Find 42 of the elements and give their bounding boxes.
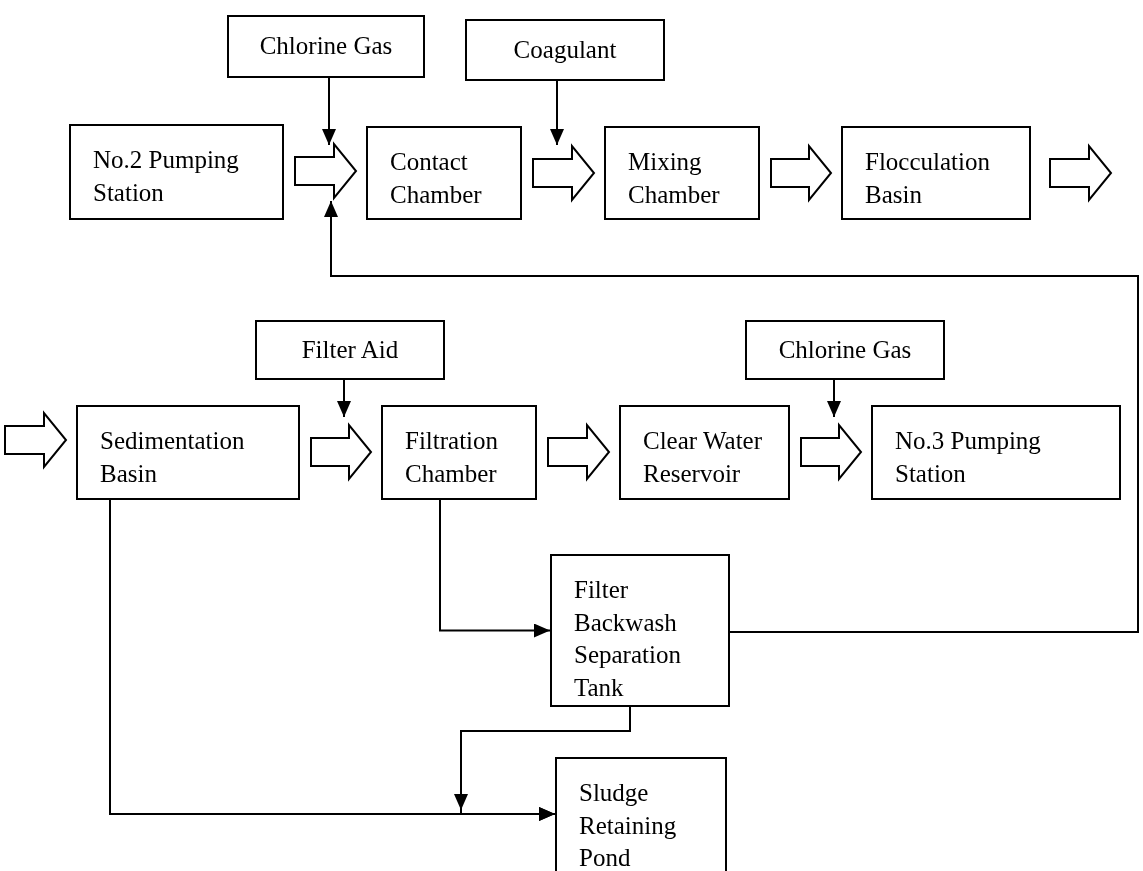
arrow: [550, 80, 564, 146]
flow-arrow: [310, 422, 373, 482]
arrow: [337, 379, 351, 418]
process-box: [381, 405, 537, 500]
process-box: [619, 405, 790, 500]
node-label: Sludge Retaining Pond: [579, 779, 677, 871]
node-label: Sedimentation Basin: [100, 427, 245, 487]
process-box: [550, 554, 730, 707]
flow-arrow: [4, 410, 68, 470]
node-label: Clear Water Reservoir: [643, 427, 762, 487]
input-box: [255, 320, 445, 380]
arrow: [827, 379, 841, 418]
flow-arrow: [294, 141, 358, 201]
process-box: [555, 757, 727, 871]
process-box: [604, 126, 760, 220]
node-label: Contact Chamber: [390, 148, 482, 208]
flow-arrow: [532, 143, 596, 203]
flow-arrow: [547, 422, 611, 482]
input-box: [227, 15, 425, 78]
flow-arrow: [770, 143, 833, 203]
flow-arrow: [1049, 143, 1113, 203]
node-label: No.2 Pumping Station: [93, 146, 239, 206]
node-label: Mixing Chamber: [628, 148, 720, 208]
arrow: [324, 200, 1139, 633]
process-box: [841, 126, 1031, 220]
arrow: [322, 77, 336, 146]
process-box: [366, 126, 522, 220]
flow-arrow: [800, 422, 863, 482]
node-label: Filter Aid: [301, 334, 399, 365]
input-box: [465, 19, 665, 81]
node-label: Coagulant: [513, 34, 617, 65]
node-label: Flocculation Basin: [865, 148, 990, 208]
arrow: [439, 499, 551, 638]
input-box: [745, 320, 945, 380]
process-box: [69, 124, 284, 220]
node-label: Filtration Chamber: [405, 427, 499, 487]
node-label: Filter Backwash Separation Tank: [574, 576, 681, 701]
node-label: Chlorine Gas: [778, 334, 912, 365]
process-box: [871, 405, 1121, 500]
process-box: [76, 405, 300, 500]
node-label: No.3 Pumping Station: [895, 427, 1041, 487]
node-label: Chlorine Gas: [259, 31, 393, 62]
